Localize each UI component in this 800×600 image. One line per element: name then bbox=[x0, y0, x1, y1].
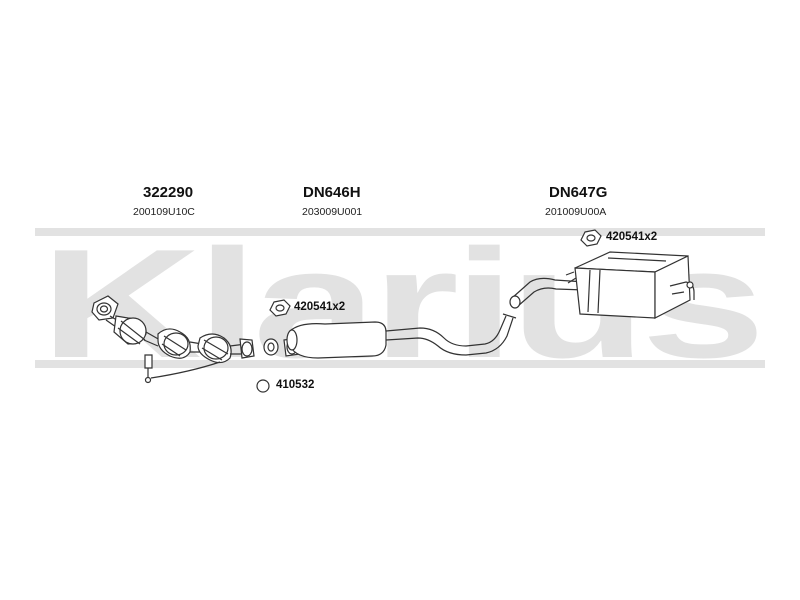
centre-silencer-pipe bbox=[263, 313, 517, 359]
part-code: 201009U00A bbox=[545, 206, 607, 218]
part-code: 203009U001 bbox=[302, 206, 363, 218]
accessory-label: 420541x2 bbox=[606, 231, 658, 243]
rubber-hanger-icon bbox=[269, 299, 291, 317]
part-number: DN646H bbox=[303, 184, 361, 201]
accessory-label: 420541x2 bbox=[294, 301, 346, 313]
part-number: DN647G bbox=[549, 184, 608, 201]
part-number: 322290 bbox=[143, 184, 194, 201]
gasket-ring-icon bbox=[256, 379, 270, 393]
part-code: 200109U10C bbox=[133, 206, 195, 218]
rubber-hanger-icon bbox=[580, 229, 602, 247]
rear-silencer bbox=[509, 251, 695, 319]
front-pipe-catalyst bbox=[91, 295, 255, 384]
accessory-label: 410532 bbox=[276, 379, 315, 391]
